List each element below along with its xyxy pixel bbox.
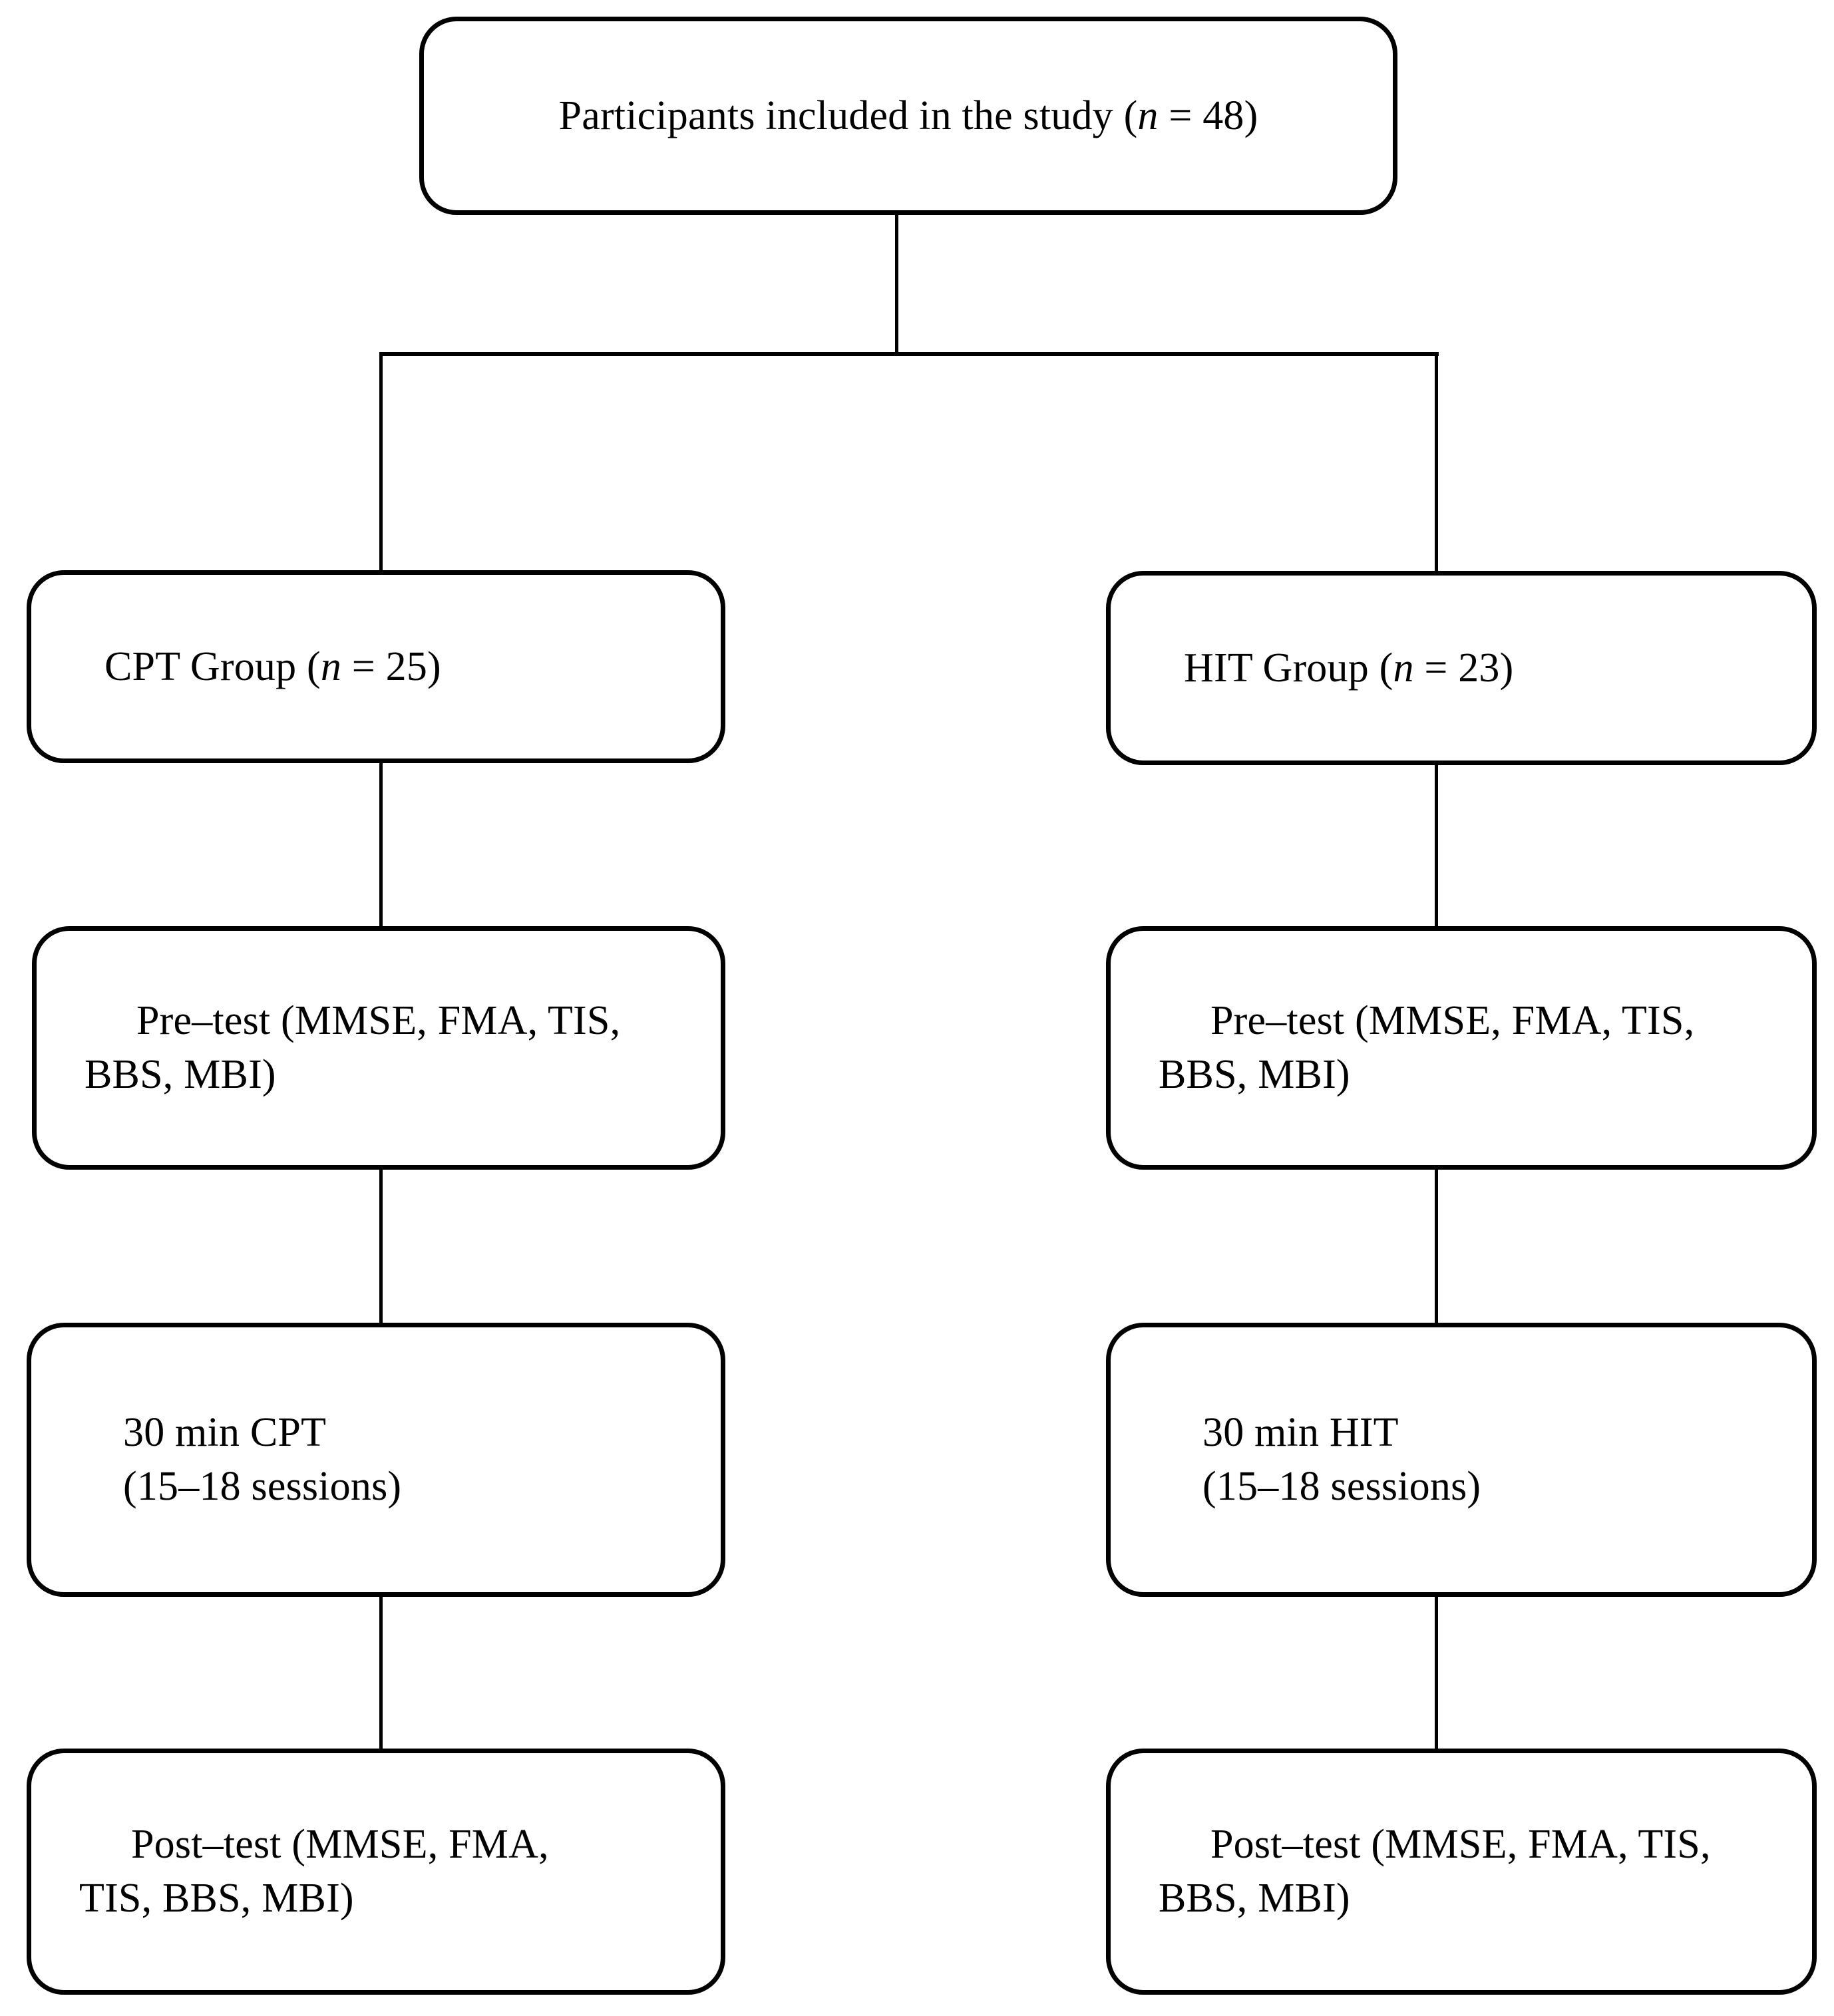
node-cpt-post-test: Post–test (MMSE, FMA, TIS, BBS, MBI) <box>27 1749 725 1995</box>
connector-split-to-hit-group <box>1435 352 1438 574</box>
node-hit-post-test-label: Post–test (MMSE, FMA, TIS, BBS, MBI) <box>1159 1822 1711 1921</box>
node-hit-intervention: 30 min HIT (15–18 sessions) <box>1106 1323 1817 1597</box>
node-hit-post-test: Post–test (MMSE, FMA, TIS, BBS, MBI) <box>1106 1749 1817 1995</box>
node-hit-intervention-label: 30 min HIT (15–18 sessions) <box>1202 1410 1481 1509</box>
connector-hit-group-to-pretest <box>1435 762 1438 929</box>
connector-hit-intervention-to-posttest <box>1435 1594 1438 1751</box>
node-cpt-pre-test: Pre–test (MMSE, FMA, TIS, BBS, MBI) <box>32 926 725 1170</box>
node-cpt-post-test-label: Post–test (MMSE, FMA, TIS, BBS, MBI) <box>79 1822 549 1921</box>
connector-split-horizontal <box>379 352 1439 356</box>
connector-cpt-group-to-pretest <box>379 761 383 929</box>
connector-cpt-pretest-to-intervention <box>379 1167 383 1325</box>
node-cpt-group: CPT Group (n = 25) <box>27 570 725 763</box>
connector-split-to-cpt-group <box>379 352 383 573</box>
node-cpt-pre-test-label: Pre–test (MMSE, FMA, TIS, BBS, MBI) <box>85 998 621 1097</box>
node-participants-included: Participants included in the study (n = … <box>419 17 1397 215</box>
connector-hit-pretest-to-intervention <box>1435 1167 1438 1325</box>
connector-root-to-split <box>895 213 898 355</box>
node-hit-pre-test: Pre–test (MMSE, FMA, TIS, BBS, MBI) <box>1106 926 1817 1170</box>
node-participants-included-label: Participants included in the study (n = … <box>558 92 1258 138</box>
node-hit-pre-test-label: Pre–test (MMSE, FMA, TIS, BBS, MBI) <box>1159 998 1695 1097</box>
node-cpt-intervention: 30 min CPT (15–18 sessions) <box>27 1323 725 1597</box>
node-cpt-group-label: CPT Group (n = 25) <box>104 643 441 689</box>
connector-cpt-intervention-to-posttest <box>379 1594 383 1751</box>
node-hit-group: HIT Group (n = 23) <box>1106 571 1817 765</box>
node-hit-group-label: HIT Group (n = 23) <box>1184 645 1514 691</box>
node-cpt-intervention-label: 30 min CPT (15–18 sessions) <box>123 1410 402 1509</box>
